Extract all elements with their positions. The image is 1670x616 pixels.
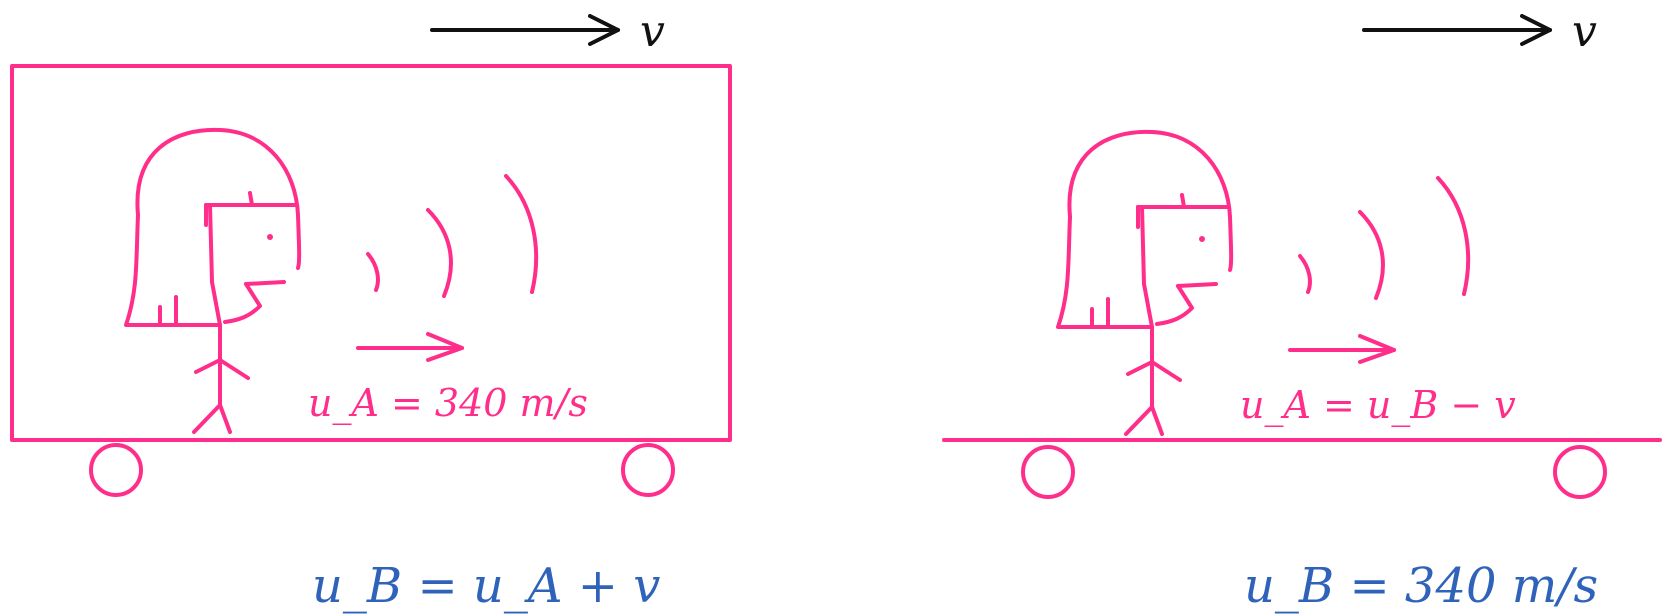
left-wheel-back	[621, 443, 675, 497]
left-result-equation: u_B = u_A + v	[312, 558, 660, 614]
right-sound-waves	[1298, 176, 1471, 300]
left-sound-velocity-label: u_A = 340 m/s	[308, 381, 588, 426]
left-sound-waves	[366, 174, 539, 298]
left-velocity-arrow	[430, 14, 620, 46]
left-person-figure	[124, 127, 302, 434]
left-train-car	[10, 64, 732, 442]
right-velocity-arrow	[1362, 14, 1552, 46]
right-panel: v	[942, 6, 1662, 614]
right-wheel-front	[1021, 445, 1075, 499]
left-wheel-front	[89, 443, 143, 497]
right-sound-velocity-label: u_A = u_B − v	[1240, 383, 1516, 428]
right-person-figure	[1056, 129, 1234, 436]
right-sound-arrow	[1288, 334, 1396, 364]
left-panel: v	[10, 6, 732, 614]
left-sound-arrow	[356, 332, 464, 362]
right-result-equation: u_B = 340 m/s	[1244, 558, 1598, 614]
left-velocity-symbol: v	[640, 6, 665, 57]
right-velocity-symbol: v	[1572, 6, 1597, 57]
right-wheel-back	[1553, 445, 1607, 499]
